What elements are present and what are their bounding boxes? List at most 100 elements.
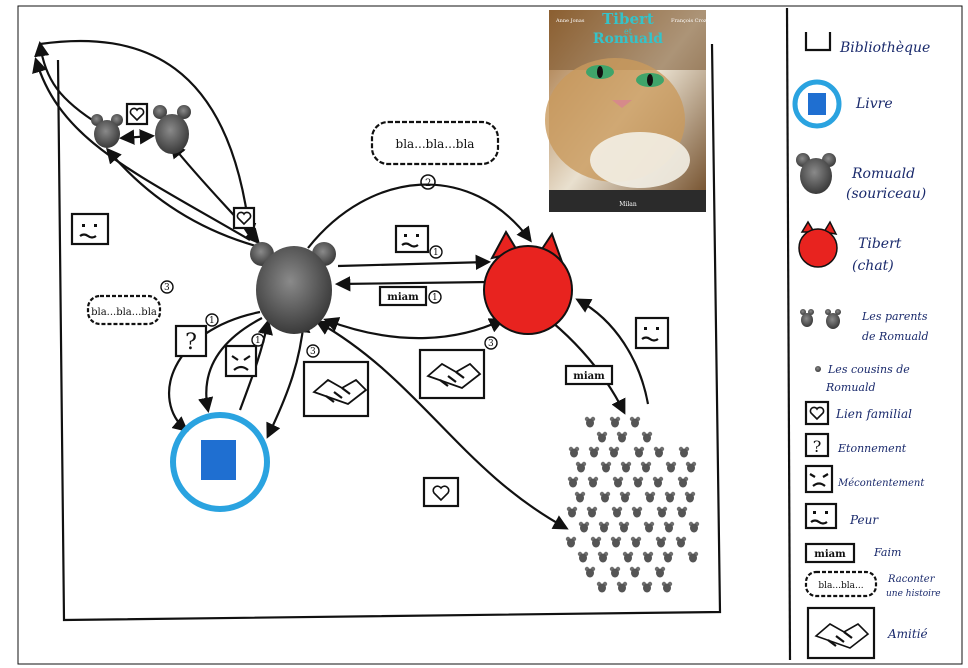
num-1-fear: 1: [433, 248, 439, 258]
cousin-mouse-icon: [590, 536, 602, 548]
arrow-top-loop: [39, 39, 257, 240]
cousin-mouse-icon: [587, 476, 599, 488]
heart-box-romuald: [232, 206, 256, 230]
num-3-handshake-left: 3: [310, 347, 316, 357]
heart-box-parents: [125, 102, 149, 126]
tibert-cat-icon: [483, 229, 573, 335]
story-bubble-top: bla...bla...bla: [370, 120, 500, 166]
legend-bibliotheque: Bibliothèque: [839, 40, 930, 56]
arrow-story-book: [168, 310, 261, 432]
cousin-mouse-icon: [620, 461, 632, 473]
arrow-book-romuald: [238, 318, 273, 411]
arrow-cat-to-romuald: [334, 276, 489, 292]
legend-romuald-icon: [796, 153, 836, 194]
num-3-extra: 3: [0, 0, 1, 1]
legend-peur: Peur: [849, 513, 879, 527]
legend-romuald-2: (souriceau): [846, 186, 926, 202]
legend-miam-icon: miam: [814, 549, 846, 560]
cousin-mouse-icon: [655, 536, 667, 548]
library-icon: [804, 32, 832, 52]
legend-tibert-1: Tibert: [858, 236, 902, 252]
friendship-box-right: [418, 348, 486, 400]
cousin-mouse-icon: [588, 446, 600, 458]
cousins-group: [565, 416, 700, 593]
cousin-mouse-icon: [688, 521, 700, 533]
romuald-mouse-icon: [250, 242, 336, 334]
cousin-mouse-icon: [656, 506, 668, 518]
angry-face-icon: [809, 473, 829, 487]
cousin-mouse-icon: [609, 566, 621, 578]
page-border: [17, 5, 963, 665]
book-icon: [170, 412, 270, 512]
cousin-mouse-icon: [675, 536, 687, 548]
legend-tibert-2: (chat): [852, 258, 894, 274]
legend-raconter-2: une histoire: [886, 589, 941, 599]
cover-title-2: et: [624, 27, 633, 36]
legend-cousins-2: Romuald: [825, 381, 876, 394]
arrow-parents-link: [118, 129, 156, 145]
legend-parents-icon: [800, 309, 841, 329]
cousin-mouse-icon: [629, 416, 641, 428]
cousin-mouse-icon: [610, 536, 622, 548]
cousin-mouse-icon: [665, 461, 677, 473]
heart-icon: [236, 211, 252, 226]
cousin-mouse-icon: [599, 491, 611, 503]
legend-parents-2: de Romuald: [862, 330, 929, 343]
cousin-mouse-icon: [612, 476, 624, 488]
legend-cousins-1: Les cousins de: [827, 363, 910, 376]
scared-face-icon: [79, 224, 97, 239]
legend-book-ring-icon: [792, 79, 842, 129]
cousin-mouse-icon: [577, 551, 589, 563]
scared-face-icon: [641, 327, 659, 342]
angry-face-icon: [231, 355, 251, 371]
num-1-miam: 1: [432, 293, 438, 303]
cover-author-right: François Crozat: [671, 18, 711, 24]
cousin-mouse-icon: [584, 566, 596, 578]
cousin-mouse-icon: [652, 476, 664, 488]
cousin-mouse-icon: [611, 506, 623, 518]
fear-box-middle: [394, 224, 430, 254]
num-2-story: 2: [425, 178, 431, 189]
library-frame: [56, 43, 722, 622]
cousin-mouse-icon: [654, 566, 666, 578]
heart-icon: [129, 107, 145, 122]
cousin-mouse-icon: [663, 521, 675, 533]
book-cover: Tibert et Romuald Anne Jonas François Cr…: [545, 10, 711, 212]
story-bubble-top-text: bla...bla...bla: [396, 137, 475, 151]
cousin-mouse-icon: [575, 461, 587, 473]
cousin-mouse-icon: [633, 446, 645, 458]
cousin-mouse-icon: [676, 506, 688, 518]
fear-box-right: [634, 316, 670, 350]
cousin-mouse-icon: [609, 416, 621, 428]
friendship-box-left: [302, 360, 370, 418]
arrow-parent2-romuald: [106, 147, 257, 248]
question-icon: ?: [185, 330, 197, 355]
legend: Bibliothèque Livre Romuald (souriceau) T…: [792, 32, 941, 660]
arrow-parent-exit: [34, 40, 101, 126]
cousin-mouse-icon: [568, 446, 580, 458]
miam-box-right: miam: [564, 364, 614, 386]
arrow-question-book: [198, 317, 263, 414]
arrow-romuald-exit: [32, 57, 251, 241]
legend-faim: Faim: [873, 546, 901, 559]
fear-box-left: [70, 212, 110, 246]
cousin-mouse-icon: [684, 491, 696, 503]
heart-box-cousins: [422, 476, 460, 508]
miam-box-middle: miam: [378, 285, 428, 307]
cousin-mouse-icon: [596, 581, 608, 593]
story-bubble-left: bla...bla...bla: [86, 294, 162, 326]
scared-face-icon: [401, 234, 419, 248]
num-3-handshake-right: 3: [488, 339, 494, 349]
heart-icon: [809, 406, 825, 421]
cover-publisher: Milan: [619, 201, 637, 208]
parent-mouse-1-icon: [91, 114, 123, 148]
cousin-mouse-icon: [653, 446, 665, 458]
legend-tibert-icon: [798, 220, 838, 268]
cousin-mouse-icon: [600, 461, 612, 473]
cousin-mouse-icon: [678, 446, 690, 458]
cousin-mouse-icon: [642, 551, 654, 563]
question-icon: ?: [813, 437, 822, 456]
legend-divider: [785, 7, 792, 661]
cover-author-left: Anne Jonas: [555, 18, 585, 24]
